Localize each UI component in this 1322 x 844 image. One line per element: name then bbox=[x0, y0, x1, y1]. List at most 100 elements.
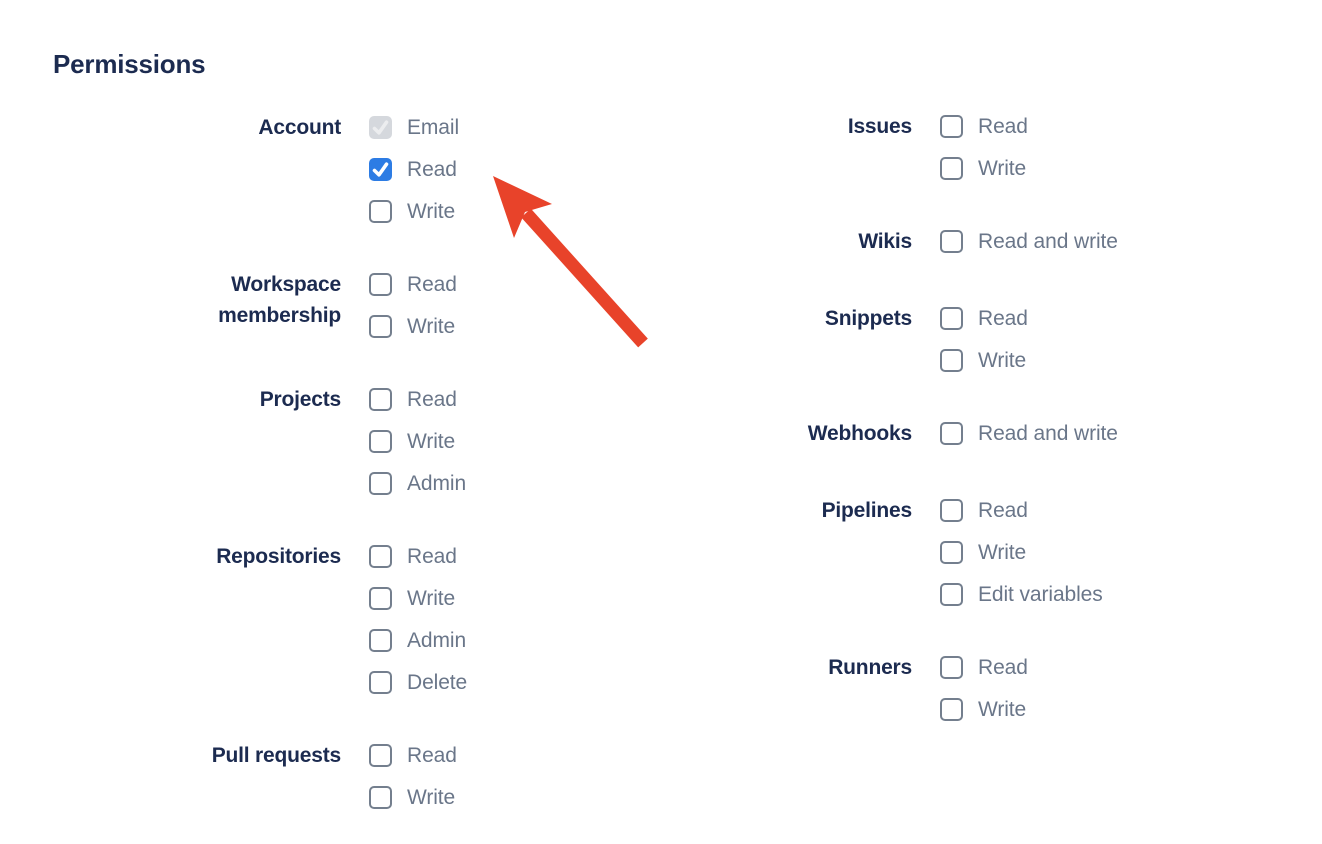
checkbox-label[interactable]: Write bbox=[978, 349, 1027, 372]
checkbox-row: Read bbox=[369, 273, 457, 296]
permission-group-webhooks: Webhooks Read and write bbox=[760, 422, 1118, 449]
checkbox-label[interactable]: Write bbox=[978, 541, 1027, 564]
group-label: Pipelines bbox=[821, 499, 913, 522]
checkbox-label[interactable]: Write bbox=[407, 200, 456, 223]
pull-requests-read-checkbox[interactable] bbox=[369, 744, 392, 767]
checkbox-row: Edit variables bbox=[940, 583, 1103, 606]
checkbox-label[interactable]: Write bbox=[407, 786, 456, 809]
checkbox-label[interactable]: Read bbox=[407, 273, 457, 296]
checkbox-row: Email bbox=[369, 116, 459, 139]
runners-write-checkbox[interactable] bbox=[940, 698, 963, 721]
checkbox-label[interactable]: Read bbox=[978, 115, 1028, 138]
repositories-admin-checkbox[interactable] bbox=[369, 629, 392, 652]
checkbox-row: Admin bbox=[369, 629, 467, 652]
arrow-shaft bbox=[521, 208, 648, 348]
checkbox-label[interactable]: Read bbox=[978, 307, 1028, 330]
group-label: Snippets bbox=[824, 307, 912, 330]
checkbox-row: Read bbox=[369, 388, 466, 411]
group-label: Wikis bbox=[858, 230, 912, 253]
issues-write-checkbox[interactable] bbox=[940, 157, 963, 180]
webhooks-read-and-write-checkbox[interactable] bbox=[940, 422, 963, 445]
checkbox-label[interactable]: Read and write bbox=[978, 230, 1118, 253]
projects-admin-checkbox[interactable] bbox=[369, 472, 392, 495]
page-title: Permissions bbox=[53, 49, 206, 79]
arrow-head bbox=[493, 176, 552, 238]
checkbox-row: Admin bbox=[369, 472, 466, 495]
workspace-membership-write-checkbox[interactable] bbox=[369, 315, 392, 338]
checkbox-label[interactable]: Read bbox=[407, 744, 457, 767]
checkbox-row: Read and write bbox=[940, 230, 1118, 253]
group-label: Runners bbox=[828, 656, 912, 679]
checkbox-row: Write bbox=[369, 587, 467, 610]
checkbox-row: Delete bbox=[369, 671, 467, 694]
pull-requests-write-checkbox[interactable] bbox=[369, 786, 392, 809]
checkbox-row: Write bbox=[940, 541, 1103, 564]
checkbox-label[interactable]: Read bbox=[407, 388, 457, 411]
pipelines-read-checkbox[interactable] bbox=[940, 499, 963, 522]
checkbox-row: Read bbox=[369, 545, 467, 568]
group-label: Pull requests bbox=[211, 744, 341, 767]
projects-write-checkbox[interactable] bbox=[369, 430, 392, 453]
checkbox-label[interactable]: Write bbox=[407, 430, 456, 453]
checkbox-label[interactable]: Edit variables bbox=[978, 583, 1103, 606]
repositories-read-checkbox[interactable] bbox=[369, 545, 392, 568]
account-read-checkbox[interactable] bbox=[369, 158, 392, 181]
group-label: Issues bbox=[847, 115, 912, 138]
issues-read-checkbox[interactable] bbox=[940, 115, 963, 138]
runners-read-checkbox[interactable] bbox=[940, 656, 963, 679]
wikis-read-and-write-checkbox[interactable] bbox=[940, 230, 963, 253]
checkbox-row: Read bbox=[369, 158, 459, 181]
checkbox-label[interactable]: Delete bbox=[407, 671, 468, 694]
checkbox-label[interactable]: Read bbox=[407, 545, 457, 568]
projects-read-checkbox[interactable] bbox=[369, 388, 392, 411]
repositories-write-checkbox[interactable] bbox=[369, 587, 392, 610]
checkbox-label[interactable]: Write bbox=[978, 698, 1027, 721]
snippets-read-checkbox[interactable] bbox=[940, 307, 963, 330]
group-label: Workspace membership bbox=[218, 273, 341, 327]
group-options: Read and write bbox=[940, 422, 1118, 445]
group-label: Webhooks bbox=[807, 422, 912, 445]
checkbox-label[interactable]: Read bbox=[978, 656, 1028, 679]
checkbox-label[interactable]: Read and write bbox=[978, 422, 1118, 445]
checkbox-label[interactable]: Read bbox=[978, 499, 1028, 522]
checkbox-label[interactable]: Admin bbox=[407, 472, 467, 495]
checkbox-row: Read bbox=[940, 656, 1028, 679]
snippets-write-checkbox[interactable] bbox=[940, 349, 963, 372]
workspace-membership-read-checkbox[interactable] bbox=[369, 273, 392, 296]
checkbox-row: Write bbox=[369, 200, 459, 223]
group-options: Read and write bbox=[940, 230, 1118, 253]
checkbox-label[interactable]: Write bbox=[978, 157, 1027, 180]
checkbox-row: Write bbox=[940, 157, 1028, 180]
checkbox-row: Read bbox=[940, 115, 1028, 138]
checkbox-row: Read bbox=[940, 499, 1103, 522]
checkbox-row: Read bbox=[369, 744, 457, 767]
checkbox-label[interactable]: Write bbox=[407, 587, 456, 610]
checkbox-label[interactable]: Write bbox=[407, 315, 456, 338]
account-write-checkbox[interactable] bbox=[369, 200, 392, 223]
checkbox-row: Write bbox=[369, 430, 466, 453]
pipelines-edit-variables-checkbox[interactable] bbox=[940, 583, 963, 606]
checkmark-icon bbox=[372, 120, 389, 135]
checkbox-label: Email bbox=[407, 116, 460, 139]
checkbox-label[interactable]: Admin bbox=[407, 629, 467, 652]
permission-group-wikis: Wikis Read and write bbox=[760, 230, 1118, 257]
repositories-delete-checkbox[interactable] bbox=[369, 671, 392, 694]
checkbox-row: Write bbox=[369, 786, 457, 809]
pipelines-write-checkbox[interactable] bbox=[940, 541, 963, 564]
checkbox-label[interactable]: Read bbox=[407, 158, 457, 181]
